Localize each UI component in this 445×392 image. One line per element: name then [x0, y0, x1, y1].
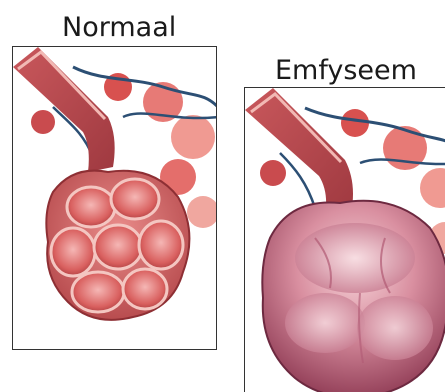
- emphysema-label: Emfyseem: [275, 57, 417, 84]
- emphysema-alveoli-panel: [244, 87, 445, 392]
- normal-label: Normaal: [62, 14, 176, 41]
- emphysema-alveoli-drawing: [245, 88, 445, 392]
- normal-alveoli-drawing: [13, 47, 217, 350]
- normal-alveoli-panel: [12, 46, 217, 350]
